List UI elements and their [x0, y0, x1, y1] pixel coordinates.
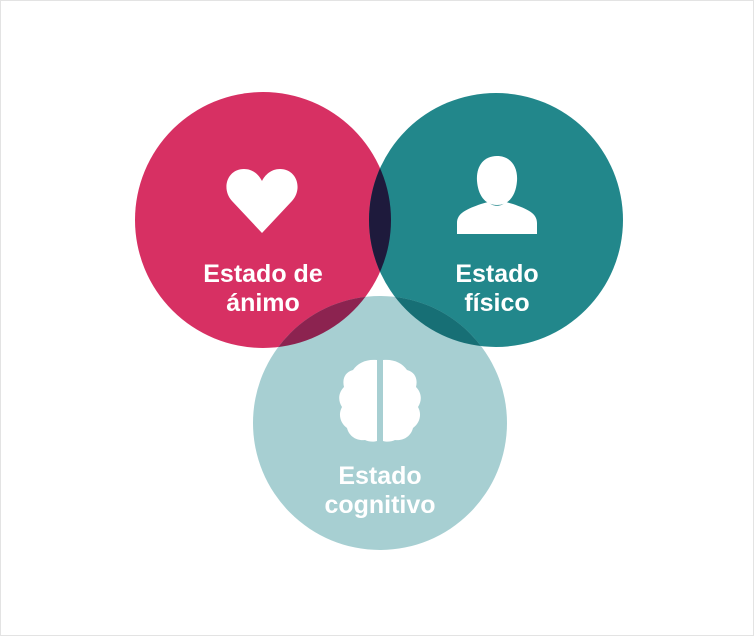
circle-cognitive [253, 296, 507, 550]
label-physical: Estado físico [397, 260, 597, 318]
label-line: Estado [338, 462, 422, 490]
person-icon [457, 156, 537, 234]
brain-icon [339, 359, 421, 442]
label-line: Estado de [203, 260, 323, 288]
label-line: ánimo [226, 289, 300, 317]
label-cognitive: Estado cognitivo [280, 462, 480, 520]
heart-icon [226, 169, 298, 233]
label-line: físico [464, 289, 530, 317]
label-mood: Estado de ánimo [163, 260, 363, 318]
label-line: cognitivo [324, 491, 436, 519]
label-line: Estado [455, 260, 539, 288]
